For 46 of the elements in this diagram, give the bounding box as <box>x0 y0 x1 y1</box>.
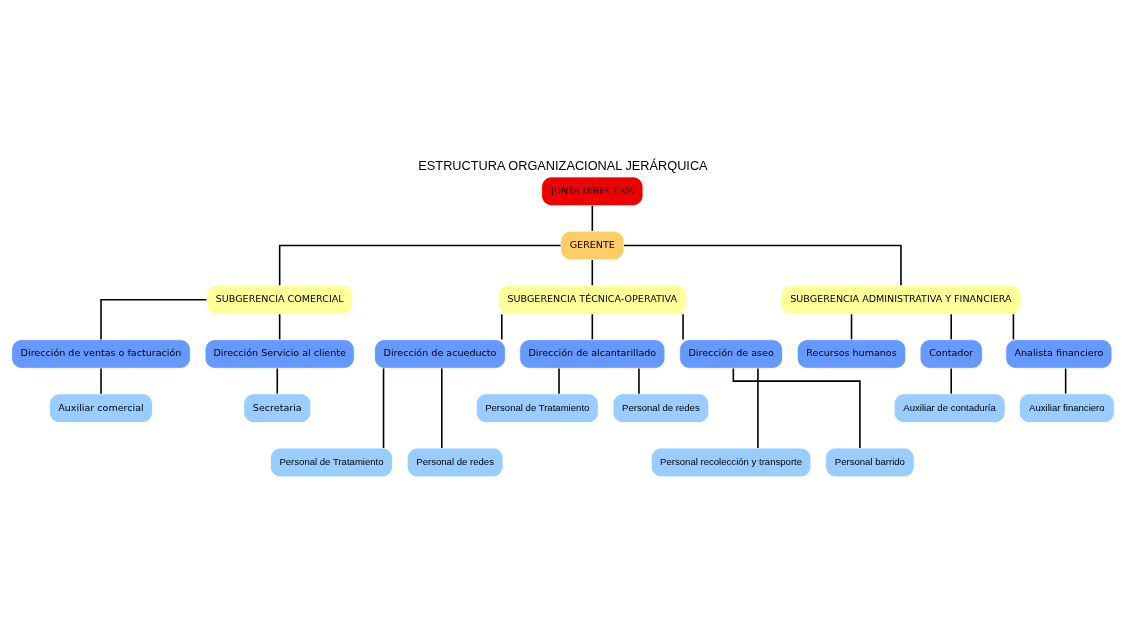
node-box: Dirección de ventas o facturación <box>11 339 191 369</box>
connector <box>950 313 952 341</box>
connector <box>501 313 503 341</box>
connector <box>278 244 562 287</box>
node-box: Auxiliar de contaduría <box>893 393 1006 423</box>
node-box: Secretaria <box>243 393 312 423</box>
node-box: Auxiliar comercial <box>49 393 153 423</box>
node-box: Personal de redes <box>406 447 504 478</box>
connector <box>1064 367 1067 395</box>
connector <box>591 205 594 232</box>
connector <box>558 367 560 395</box>
connector <box>732 367 861 449</box>
node-box: JUNTA DIRECTIVA <box>541 176 644 207</box>
node-box: SUBGERENCIA COMERCIAL <box>206 285 354 315</box>
node-box: Personal recolección y transporte <box>650 447 812 478</box>
connector <box>591 259 594 286</box>
connector <box>591 313 594 341</box>
connector <box>950 367 952 395</box>
node-box: Personal barrido <box>825 447 915 478</box>
diagram-title: ESTRUCTURA ORGANIZACIONAL JERÁRQUICA <box>418 157 708 173</box>
connector <box>100 367 102 395</box>
node-box: Recursos humanos <box>796 339 907 369</box>
node-box: Personal de redes <box>612 393 710 423</box>
node-box: Auxiliar financiero <box>1019 393 1115 423</box>
node-box: Dirección Servicio al cliente <box>204 339 355 369</box>
node-box: Personal de Tratamiento <box>475 393 599 423</box>
node-box: Personal de Tratamiento <box>270 447 393 478</box>
connector <box>276 367 279 395</box>
connector <box>100 298 208 341</box>
node-box: GERENTE <box>560 230 625 261</box>
connector <box>682 313 684 341</box>
node-box: Dirección de alcantarillado <box>519 339 666 369</box>
connector <box>623 244 902 287</box>
connector <box>1012 313 1015 341</box>
connector <box>850 313 853 341</box>
node-box: SUBGERENCIA TÉCNICA-OPERATIVA <box>497 285 687 315</box>
connector <box>382 367 385 449</box>
node-box: Dirección de aseo <box>679 339 783 369</box>
connector <box>440 367 443 449</box>
node-box: SUBGERENCIA ADMINISTRATIVA Y FINANCIERA <box>780 285 1022 315</box>
connector <box>757 367 759 449</box>
connector <box>638 367 640 395</box>
node-box: Analista financiero <box>1005 339 1113 369</box>
connector <box>278 313 281 341</box>
node-box: Contador <box>919 339 983 369</box>
node-box: Dirección de acueducto <box>374 339 506 369</box>
